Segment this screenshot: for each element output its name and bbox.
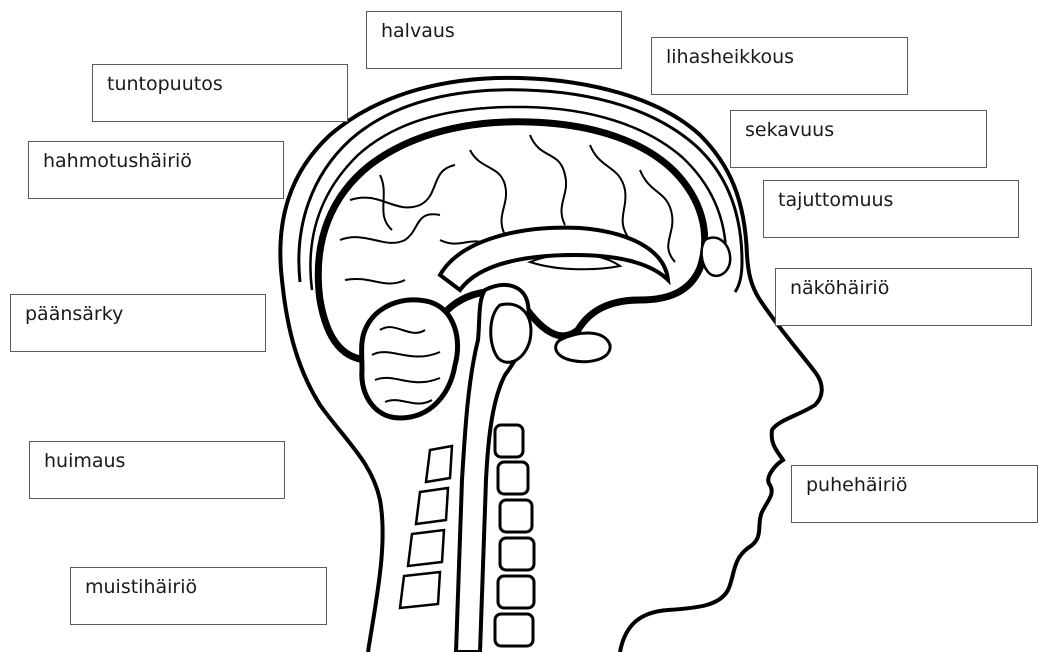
label-text: päänsärky (25, 303, 123, 325)
label-box-paansarky[interactable]: päänsärky (10, 294, 266, 352)
label-box-nakohairio[interactable]: näköhäiriö (775, 268, 1032, 326)
label-text: lihasheikkous (666, 46, 794, 68)
label-box-huimaus[interactable]: huimaus (29, 441, 285, 499)
label-box-hahmotushairio[interactable]: hahmotushäiriö (28, 141, 284, 199)
label-box-puhehairio[interactable]: puhehäiriö (791, 465, 1038, 523)
frontal-sinus (702, 238, 731, 276)
label-text: tuntopuutos (107, 73, 223, 95)
label-text: muistihäiriö (85, 576, 197, 598)
label-text: tajuttomuus (778, 189, 893, 211)
pons (491, 304, 531, 362)
label-box-muistihairio[interactable]: muistihäiriö (70, 567, 327, 625)
label-text: hahmotushäiriö (43, 150, 192, 172)
label-text: näköhäiriö (790, 277, 889, 299)
label-box-tajuttomuus[interactable]: tajuttomuus (763, 180, 1019, 238)
label-box-sekavuus[interactable]: sekavuus (730, 110, 987, 168)
label-box-lihasheikkous[interactable]: lihasheikkous (651, 37, 908, 95)
label-box-halvaus[interactable]: halvaus (366, 11, 622, 69)
label-box-tuntopuutos[interactable]: tuntopuutos (92, 64, 348, 122)
label-text: sekavuus (745, 119, 834, 141)
label-text: puhehäiriö (806, 474, 908, 496)
label-text: huimaus (44, 450, 125, 472)
label-text: halvaus (381, 20, 455, 42)
sinus (556, 333, 610, 362)
